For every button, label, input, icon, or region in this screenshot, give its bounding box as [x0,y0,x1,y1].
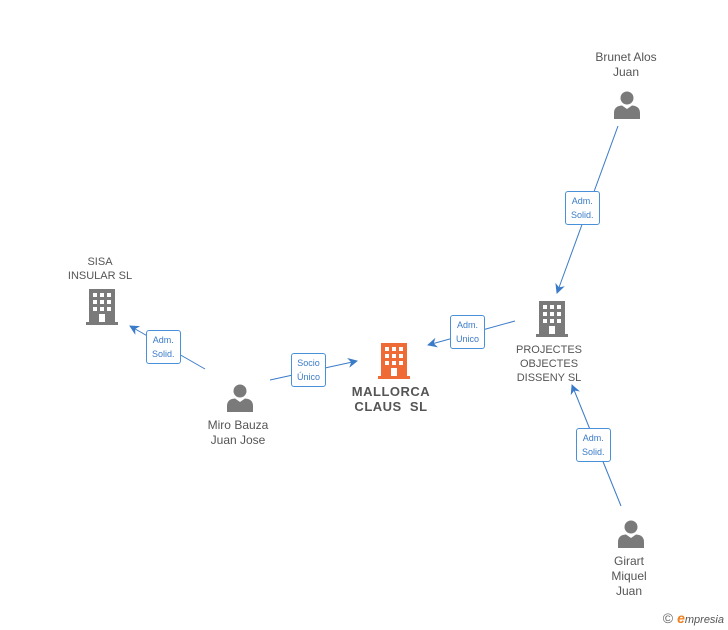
edge-label-line: Adm. [457,320,479,330]
node-label-line: Miro Bauza [207,418,269,432]
node-label-line: Juan [612,65,640,79]
edge-label-line: Solid. [582,447,605,457]
brand-logo: empresia [677,610,724,626]
node-label-line: MALLORCA [351,384,431,399]
edge-label-line: Unico [456,334,480,344]
edge-label-miro-sisa[interactable]: Adm. Solid. [146,330,181,364]
edge-label-line: Adm. [571,196,593,206]
node-label-miro[interactable]: Miro Bauza Juan Jose [208,418,269,448]
person-icon-girart[interactable] [616,518,646,548]
edge-label-line: Adm. [582,433,604,443]
empresia-watermark: © empresia [663,610,724,626]
building-icon-mallorca[interactable] [378,343,410,379]
node-label-line: PROJECTES [515,344,583,356]
node-label-girart[interactable]: Girart Miquel Juan [611,554,646,599]
edge-label-line: Socio [297,358,320,368]
person-icon-brunet[interactable] [612,89,642,119]
node-label-line: CLAUS SL [354,399,428,414]
node-label-line: Miquel [611,569,647,583]
edge-label-line: Solid. [152,349,175,359]
node-label-line: Juan Jose [210,433,266,447]
edge-label-brunet-projectes[interactable]: Adm. Solid. [565,191,600,225]
node-label-line: Brunet Alos [595,50,657,64]
node-label-mallorca[interactable]: MALLORCA CLAUS SL [352,384,430,414]
building-icon-sisa[interactable] [86,289,118,325]
person-icon-miro[interactable] [225,382,255,412]
node-label-line: Juan [615,584,643,598]
edge-label-girart-projectes[interactable]: Adm. Solid. [576,428,611,462]
node-label-line: Girart [613,554,644,568]
edge-label-projectes-mallorca[interactable]: Adm. Unico [450,315,486,349]
node-label-projectes[interactable]: PROJECTES OBJECTES DISSENY SL [516,343,582,385]
edge-label-miro-mallorca[interactable]: Socio Único [291,353,327,387]
node-label-line: OBJECTES [519,358,579,370]
copyright-symbol: © [662,610,674,626]
node-label-brunet[interactable]: Brunet Alos Juan [595,50,656,80]
edge-label-line: Único [297,372,321,382]
brand-initial: e [677,610,685,626]
edge-label-line: Adm. [152,335,174,345]
node-label-sisa[interactable]: SISA INSULAR SL [68,255,132,283]
edge-label-line: Solid. [571,210,594,220]
brand-rest: mpresia [684,614,724,626]
node-label-line: INSULAR SL [67,270,133,282]
node-label-line: SISA [87,256,113,268]
node-label-line: DISSENY SL [516,372,582,384]
building-icon-projectes[interactable] [536,301,568,337]
